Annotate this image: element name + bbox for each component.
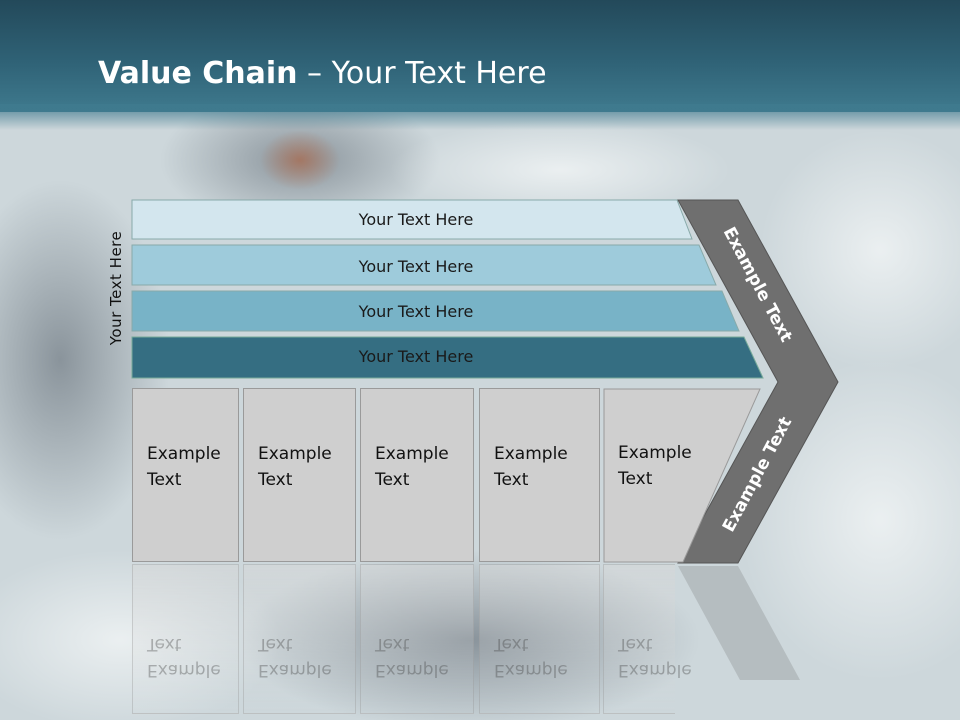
- example-box-3-reflection: Example Text: [360, 564, 474, 714]
- bar-4: [131, 336, 764, 379]
- example-box-1-reflection: Example Text: [132, 564, 239, 714]
- title-bar-fade: [0, 104, 960, 130]
- example-box-5-text-area: Example Text: [603, 388, 723, 562]
- example-box-1-reflection-label: Example Text: [147, 634, 221, 680]
- bar-2-label: Your Text Here: [358, 257, 474, 276]
- title-bar: [0, 0, 960, 112]
- example-box-5-reflection: Example Text: [603, 564, 692, 714]
- bar-4-label: Your Text Here: [358, 347, 474, 366]
- example-box-1-label: Example Text: [147, 444, 221, 490]
- example-box-2-reflection-label: Example Text: [258, 634, 332, 680]
- slide-title-rest: – Your Text Here: [297, 56, 547, 91]
- example-box-5-reflection-label: Example Text: [618, 634, 692, 680]
- example-box-4-reflection-label: Example Text: [494, 634, 568, 680]
- example-box-4-reflection: Example Text: [479, 564, 600, 714]
- example-box-4-label: Example Text: [494, 444, 568, 490]
- example-box-2: Example Text: [243, 388, 356, 562]
- slide-title-bold: Value Chain: [98, 56, 298, 91]
- example-box-5: [603, 388, 761, 563]
- slide-title: Value Chain – Your Text Here: [98, 54, 547, 94]
- chevron-arrow: [677, 199, 839, 564]
- bar-3: [131, 290, 740, 332]
- example-box-1: Example Text: [132, 388, 239, 562]
- example-box-2-reflection: Example Text: [243, 564, 356, 714]
- example-box-4: Example Text: [479, 388, 600, 562]
- bar-3-label: Your Text Here: [358, 302, 474, 321]
- example-box-5-label: Example Text: [618, 443, 692, 489]
- chevron-reflection: [678, 566, 800, 680]
- example-box-2-label: Example Text: [258, 444, 332, 490]
- bar-2: [131, 244, 717, 286]
- example-box-3: Example Text: [360, 388, 474, 562]
- example-box-3-label: Example Text: [375, 444, 449, 490]
- bar-1-label: Your Text Here: [358, 210, 474, 229]
- bar-1: [131, 199, 693, 240]
- example-box-3-reflection-label: Example Text: [375, 634, 449, 680]
